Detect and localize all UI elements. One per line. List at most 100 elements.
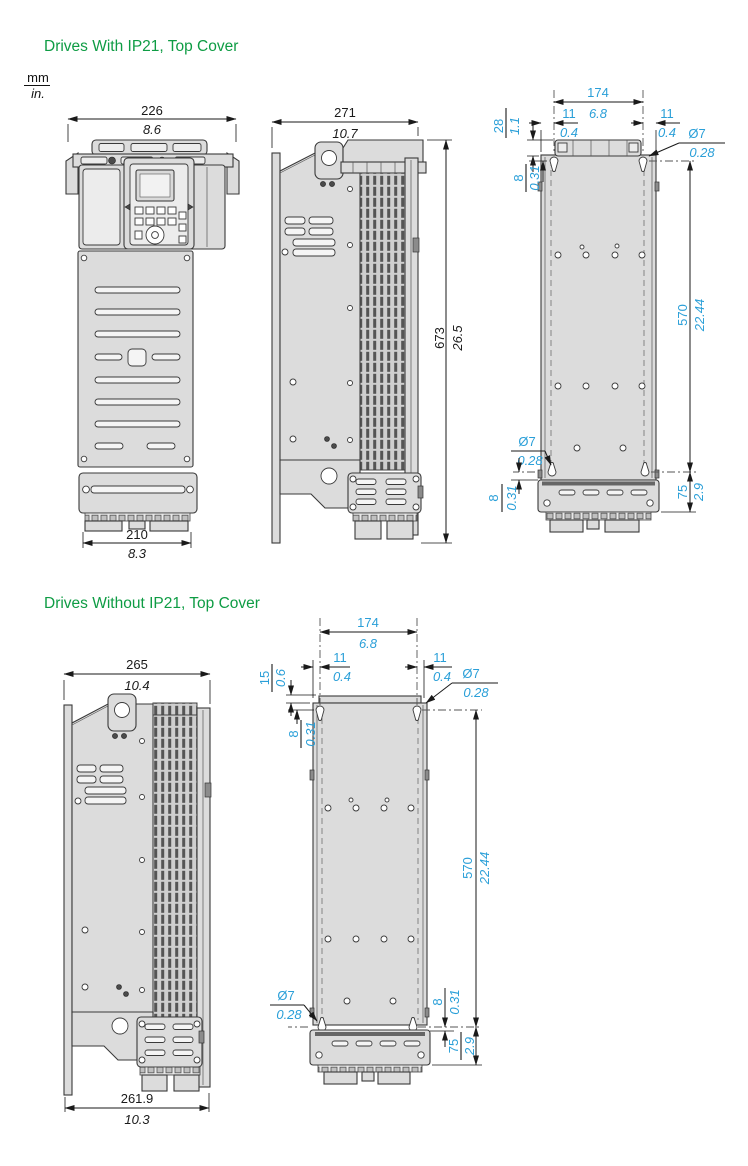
cover-screw bbox=[108, 156, 116, 165]
mounting-plate bbox=[540, 154, 657, 481]
dim-mount-height-in: 22.44 bbox=[692, 299, 707, 333]
dimensions: 271 10.7 673 26.5 bbox=[271, 105, 465, 544]
mounting-holes bbox=[324, 797, 415, 1005]
dim-hole-dia-top-mm: Ø7 bbox=[688, 126, 705, 141]
device-outline bbox=[63, 693, 212, 1096]
dim-slot-top-mm: 8 bbox=[286, 730, 301, 737]
rear-mounting-view-no-ip21-drawing: 174 6.8 11 0.4 11 0.4 15 0.6 8 0.31 bbox=[258, 615, 498, 1085]
lifting-hole bbox=[114, 702, 130, 718]
dim-slot-bottom-in: 0.31 bbox=[447, 989, 462, 1014]
dim-base-width-in: 8.3 bbox=[128, 546, 147, 561]
heatsink-fins bbox=[359, 172, 406, 471]
dim-slot-top-mm: 8 bbox=[511, 174, 526, 181]
dim-depth-in: 10.7 bbox=[332, 126, 358, 141]
lifting-hole bbox=[321, 150, 337, 166]
dim-base-height-in: 2.9 bbox=[462, 1037, 477, 1056]
dim-offset-left-mm: 11 bbox=[562, 106, 576, 121]
keyhole-slot-top-right bbox=[638, 156, 648, 172]
dim-offset-left-mm: 11 bbox=[333, 650, 347, 665]
dim-hole-dia-top-mm: Ø7 bbox=[462, 666, 479, 681]
front-vent-slots bbox=[94, 286, 181, 450]
side-view-no-ip21-drawing: 265 10.4 261.9 10.3 bbox=[63, 657, 212, 1127]
keypad-buttons bbox=[134, 206, 187, 244]
dim-mount-height-in: 22.44 bbox=[477, 852, 492, 886]
dim-hole-dia-bottom-in: 0.28 bbox=[276, 1007, 302, 1022]
dim-mount-width-in: 6.8 bbox=[589, 106, 608, 121]
terminal-strip bbox=[545, 511, 652, 521]
dim-mount-width-mm: 174 bbox=[357, 615, 379, 630]
dim-base-height-in: 2.9 bbox=[691, 483, 706, 502]
dim-hole-dia-bottom-mm: Ø7 bbox=[277, 988, 294, 1003]
terminal-strip bbox=[139, 1066, 201, 1076]
dim-top-edge-mm: 15 bbox=[258, 671, 272, 685]
device-outline bbox=[271, 139, 427, 544]
dimensions: 226 8.6 210 8.3 bbox=[67, 103, 237, 561]
dim-slot-top-in: 0.31 bbox=[303, 721, 318, 746]
bottom-bracket bbox=[71, 1011, 154, 1061]
keyhole-slot-top-left bbox=[549, 156, 559, 172]
dim-depth-in: 10.4 bbox=[124, 678, 149, 693]
bottom-bracket bbox=[279, 459, 361, 509]
dim-base-height-mm: 75 bbox=[446, 1039, 461, 1053]
dim-slot-bottom-mm: 8 bbox=[486, 494, 501, 501]
dim-hole-dia-top-in: 0.28 bbox=[689, 145, 715, 160]
latch-arrow-left bbox=[124, 203, 131, 211]
dim-front-width-in: 8.6 bbox=[143, 122, 162, 137]
dim-offset-right-in: 0.4 bbox=[433, 669, 451, 684]
dim-offset-right-mm: 11 bbox=[660, 106, 674, 121]
dim-hole-dia-top-in: 0.28 bbox=[463, 685, 489, 700]
rear-mounting-view-ip21-drawing: 174 6.8 11 0.4 11 0.4 28 1.1 8 0.31 bbox=[486, 85, 725, 533]
latch-arrow-right bbox=[187, 203, 194, 211]
dim-depth-mm: 265 bbox=[126, 657, 148, 672]
device-outline bbox=[65, 139, 240, 532]
section1-title: Drives With IP21, Top Cover bbox=[44, 38, 239, 55]
dimensions: 174 6.8 11 0.4 11 0.4 28 1.1 8 0.31 bbox=[486, 85, 725, 513]
dim-slot-bottom-in: 0.31 bbox=[504, 485, 519, 510]
dim-hole-dia-bottom-in: 0.28 bbox=[517, 453, 543, 468]
front-door bbox=[82, 168, 121, 246]
unit-in-label: in. bbox=[31, 86, 45, 101]
mounting-plate bbox=[312, 702, 428, 1026]
dim-depth-mm: 271 bbox=[334, 105, 356, 120]
dim-base-height-mm: 75 bbox=[675, 485, 690, 499]
dim-height-mm: 673 bbox=[432, 327, 447, 349]
heatsink-top-edge bbox=[318, 695, 422, 704]
unit-fraction-bar bbox=[24, 85, 50, 86]
dim-base-depth-mm: 261.9 bbox=[121, 1091, 154, 1106]
terminal-strip bbox=[317, 1064, 423, 1073]
dim-front-width-mm: 226 bbox=[141, 103, 163, 118]
dim-cover-height-mm: 28 bbox=[491, 119, 506, 133]
dim-slot-bottom-mm: 8 bbox=[430, 998, 445, 1005]
terminal-strip bbox=[352, 512, 418, 522]
exposed-fin-top bbox=[152, 702, 198, 716]
dim-height-in: 26.5 bbox=[450, 325, 465, 352]
side-vent-slots bbox=[74, 764, 127, 805]
dimensions: 265 10.4 261.9 10.3 bbox=[63, 657, 211, 1127]
keypad-hmi bbox=[123, 157, 195, 250]
mounting-holes bbox=[554, 243, 646, 452]
side-vent-slots bbox=[281, 216, 336, 257]
top-cover-strip bbox=[554, 139, 642, 157]
dim-offset-right-mm: 11 bbox=[433, 650, 447, 665]
unit-mm-label: mm bbox=[27, 70, 49, 85]
dim-cover-height-in: 1.1 bbox=[507, 117, 522, 135]
keyhole-slot-top-right bbox=[412, 705, 422, 721]
device-outline bbox=[537, 139, 660, 533]
dim-base-width-mm: 210 bbox=[126, 527, 148, 542]
dim-offset-left-in: 0.4 bbox=[333, 669, 351, 684]
mounting-plate-edge bbox=[63, 704, 73, 1096]
dim-hole-dia-bottom-mm: Ø7 bbox=[518, 434, 535, 449]
dim-slot-top-in: 0.31 bbox=[527, 165, 542, 190]
side-view-ip21-drawing: 271 10.7 673 26.5 bbox=[271, 105, 465, 544]
dim-offset-left-in: 0.4 bbox=[560, 125, 578, 140]
dim-top-edge-in: 0.6 bbox=[273, 668, 288, 687]
mounting-plate-edge bbox=[271, 152, 281, 544]
dim-offset-right-in: 0.4 bbox=[658, 125, 676, 140]
unit-legend: mm in. bbox=[24, 70, 52, 101]
section2-title: Drives Without IP21, Top Cover bbox=[44, 595, 260, 612]
dim-mount-height-mm: 570 bbox=[460, 857, 475, 879]
keyhole-slot-top-left bbox=[315, 705, 325, 721]
keyhole-slot-bottom-right bbox=[640, 462, 650, 477]
device-outline bbox=[309, 695, 431, 1085]
